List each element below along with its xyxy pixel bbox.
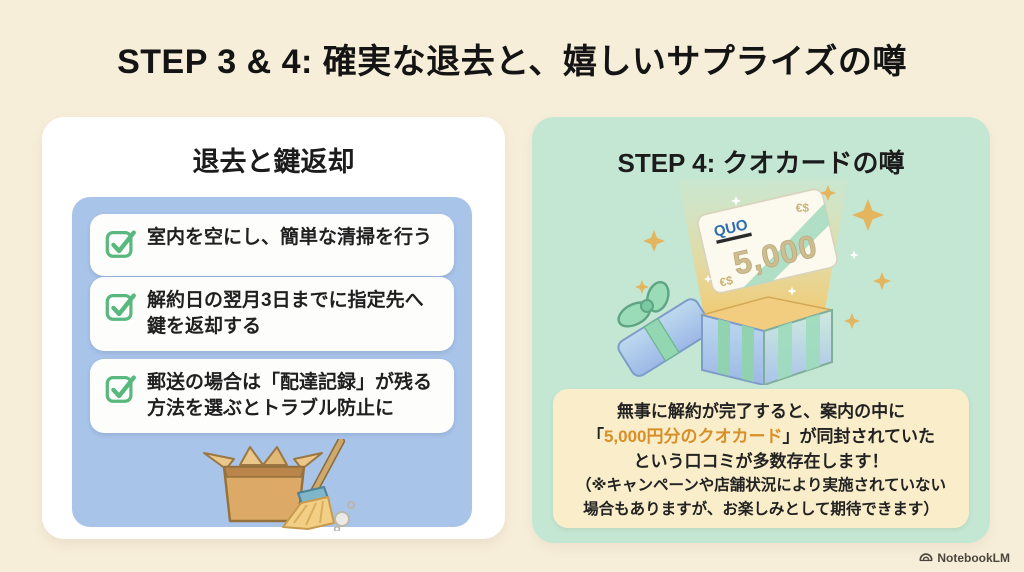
page-title: STEP 3 & 4: 確実な退去と、嬉しいサプライズの噂: [117, 43, 907, 81]
right-card-title: STEP 4: クオカードの噂: [617, 148, 905, 178]
watermark-text: NotebookLM: [937, 550, 1010, 565]
note-line-3: という口コミが多数存在します！: [633, 452, 889, 471]
notebooklm-logo-icon: [919, 550, 933, 565]
checkbox-checked-icon: [104, 371, 138, 410]
notebooklm-watermark: NotebookLM: [919, 550, 1010, 565]
checklist-item-text: 室内を空にし、簡単な清掃を行う: [147, 227, 433, 248]
note-line-1: 無事に解約が完了すると、案内の中に: [616, 402, 906, 421]
checklist-item-text: 解約日の翌月3日までに指定先へ鍵を返却する: [147, 290, 424, 337]
rumor-note-box: 無事に解約が完了すると、案内の中に 「5,000円分のクオカード」が同封されてい…: [553, 389, 969, 528]
checkbox-checked-icon: [104, 289, 138, 328]
left-card-title: 退去と鍵返却: [192, 147, 355, 177]
note-line-5: 場合もありますが、お楽しみとして期待できます）: [583, 501, 939, 518]
highlight-quocard-amount: 5,000円分のクオカード: [603, 427, 783, 446]
note-line-4: （※キャンペーンや店舗状況により実施されていない: [575, 477, 947, 494]
note-line-2: 「5,000円分のクオカード」が同封されていた: [586, 427, 936, 446]
checklist-item-2: 解約日の翌月3日までに指定先へ鍵を返却する: [90, 277, 454, 351]
left-card-moveout: 退去と鍵返却 室内を空にし、簡単な清掃を行う: [42, 117, 505, 539]
checklist-item-3: 郵送の場合は「配達記録」が残る方法を選ぶとトラブル防止に: [90, 359, 454, 433]
checklist-item-1: 室内を空にし、簡単な清掃を行う: [90, 214, 454, 276]
right-card-quocard: STEP 4: クオカードの噂: [532, 117, 990, 543]
checkbox-checked-icon: [104, 226, 138, 265]
currency-glyphs-bottom: €$: [718, 273, 734, 290]
currency-glyphs-top: €$: [796, 201, 810, 215]
cardboard-box-and-broom-icon: [190, 437, 360, 536]
checklist-item-text: 郵送の場合は「配達記録」が残る方法を選ぶとトラブル防止に: [147, 372, 433, 419]
gift-box-quo-card-illustration: QUO 5,000 €$ €$: [616, 179, 906, 390]
checklist-panel: 室内を空にし、簡単な清掃を行う 解約日の翌月3日までに指定先へ鍵を返却する: [72, 197, 472, 533]
